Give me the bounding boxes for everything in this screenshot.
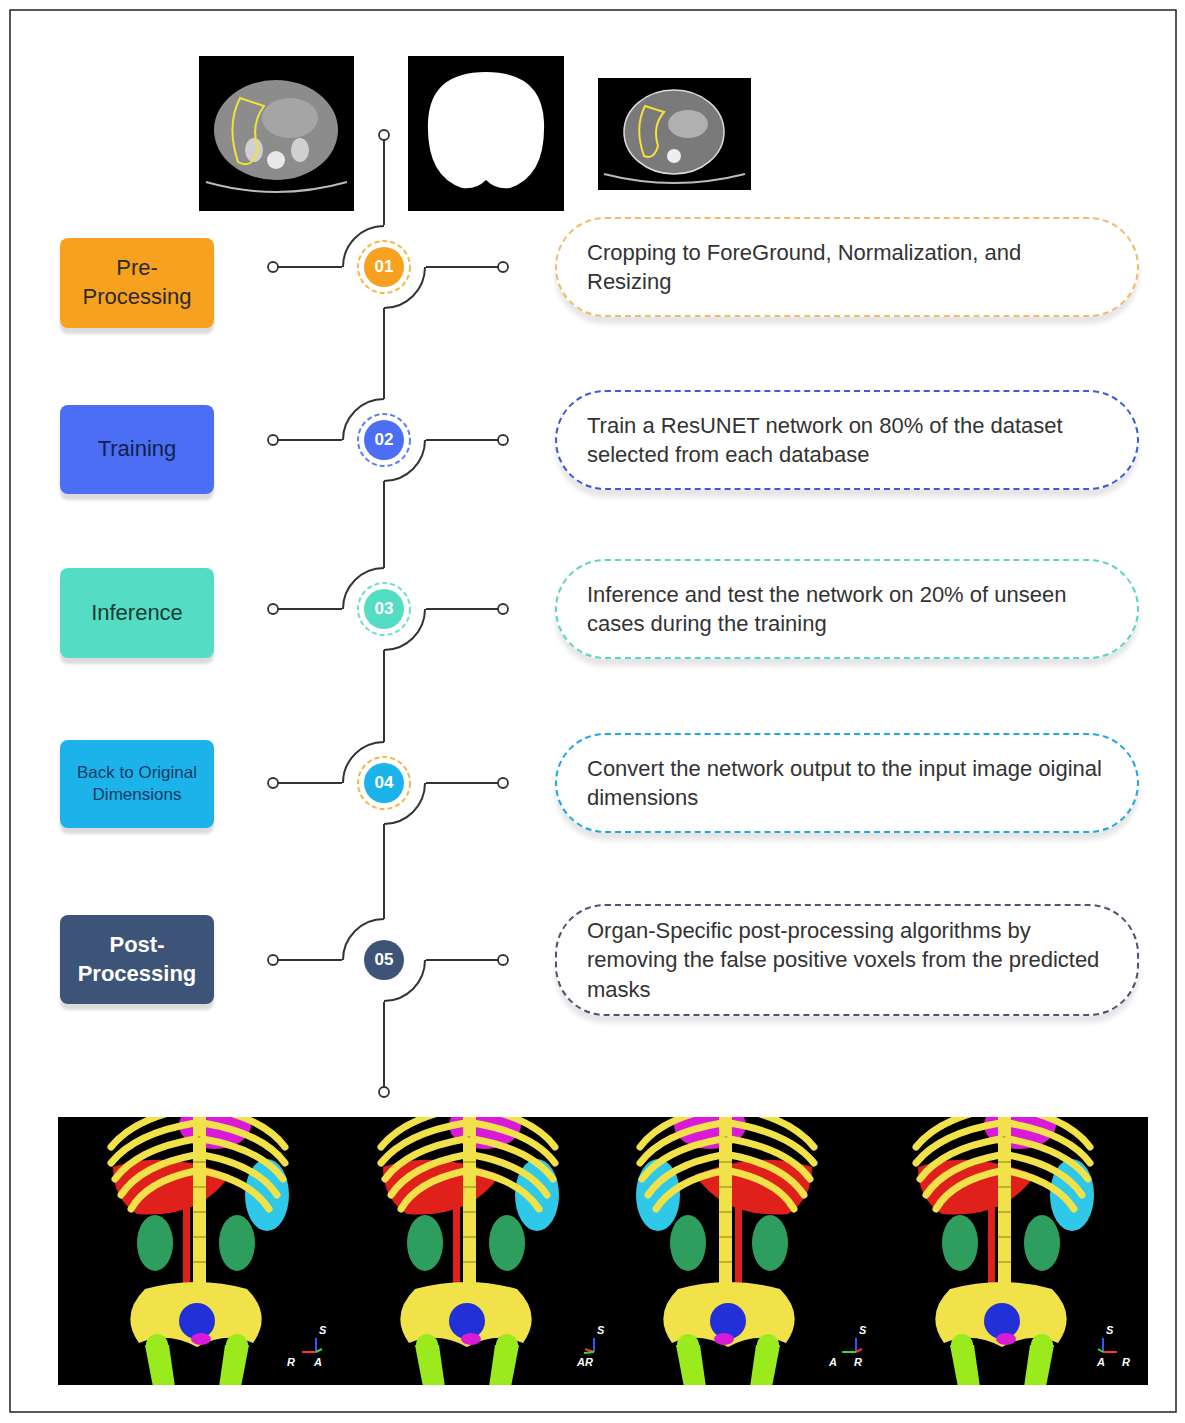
step-name: Pre- Processing: [66, 254, 208, 311]
timeline-connector: [383, 824, 385, 919]
axis-label: S: [1106, 1324, 1113, 1337]
step-label-box: Back to Original Dimensions: [60, 740, 214, 828]
step-label-box: Training: [60, 405, 214, 494]
axis-label: A: [829, 1356, 837, 1369]
step-number-circle: 03: [342, 567, 426, 651]
axis-label: S: [859, 1324, 866, 1337]
step-name: Inference: [91, 599, 183, 628]
step-number-circle: 04: [342, 741, 426, 825]
axis-label: A: [314, 1356, 322, 1369]
step-number: 05: [342, 918, 426, 1002]
step-label-box: Inference: [60, 568, 214, 658]
axis-label: R: [854, 1356, 862, 1369]
step-number: 02: [342, 398, 426, 482]
axis-label: R: [287, 1356, 295, 1369]
step-label-box: Pre- Processing: [60, 238, 214, 328]
step-text: Inference and test the network on 20% of…: [587, 580, 1107, 638]
step-description: Inference and test the network on 20% of…: [555, 559, 1139, 659]
step-name: Post- Processing: [66, 931, 208, 988]
timeline-connector: [383, 481, 385, 568]
step-number: 04: [342, 741, 426, 825]
axis-label: S: [319, 1324, 326, 1337]
step-name: Back to Original Dimensions: [66, 762, 208, 806]
timeline-connector: [383, 650, 385, 742]
step-number-circle: 01: [342, 225, 426, 309]
step-description: Cropping to ForeGround, Normalization, a…: [555, 217, 1139, 317]
step-number-circle: 05: [342, 918, 426, 1002]
axis-label: A: [1097, 1356, 1105, 1369]
step-label-box: Post- Processing: [60, 915, 214, 1004]
step-name: Training: [98, 435, 177, 464]
step-text: Train a ResUNET network on 80% of the da…: [587, 411, 1107, 469]
step-description: Train a ResUNET network on 80% of the da…: [555, 390, 1139, 490]
timeline-connector: [383, 308, 385, 399]
step-description: Organ-Specific post-processing algorithm…: [555, 904, 1139, 1016]
step-number-circle: 02: [342, 398, 426, 482]
axis-label: S: [597, 1324, 604, 1337]
step-number: 03: [342, 567, 426, 651]
step-text: Convert the network output to the input …: [587, 754, 1107, 812]
step-description: Convert the network output to the input …: [555, 733, 1139, 833]
axis-label: R: [1122, 1356, 1130, 1369]
step-text: Organ-Specific post-processing algorithm…: [587, 916, 1107, 1003]
axis-label: AR: [577, 1356, 593, 1369]
step-text: Cropping to ForeGround, Normalization, a…: [587, 238, 1107, 296]
step-number: 01: [342, 225, 426, 309]
